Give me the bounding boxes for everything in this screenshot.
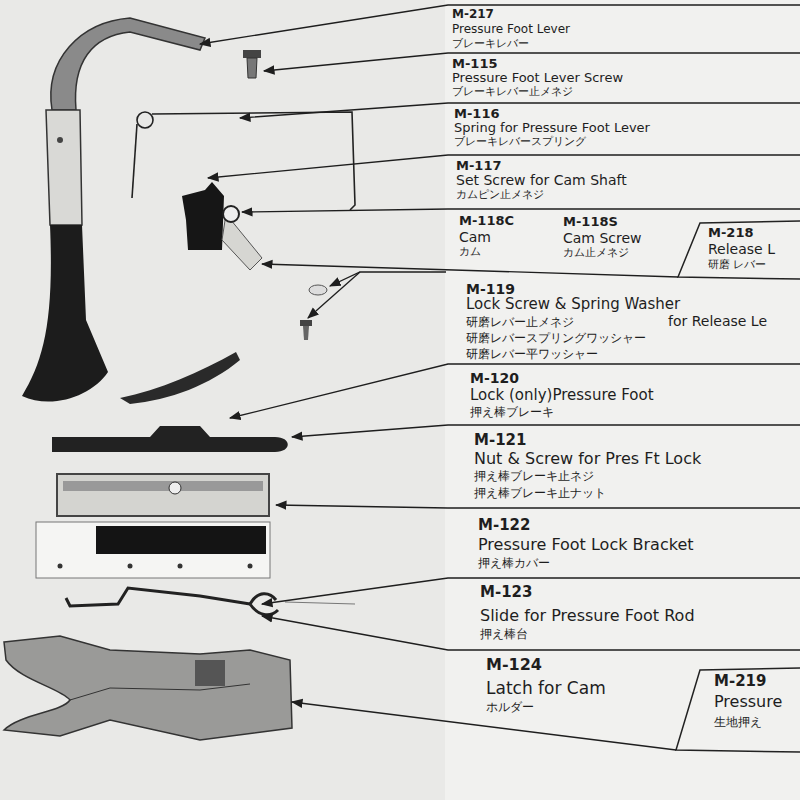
part-number: M-218 [708,226,753,240]
part-name: Latch for Cam [486,680,606,698]
lock-plate [57,474,269,516]
part-number: M-120 [470,371,519,386]
part-name: 研磨 レバー [708,259,767,271]
cam [182,182,262,270]
part-name: カム止メネジ [563,247,629,259]
label-panel [445,0,800,800]
part-name: Lock (only)Pressure Foot [470,388,654,404]
part-name: カム [459,246,481,258]
part-number: M-118C [459,214,514,228]
bracket [678,221,800,279]
part-number: M-119 [466,282,515,297]
latch [4,636,292,740]
part-name: 研磨レバースプリングワッシャー [466,332,646,345]
part-name: ブレーキレバー止メネジ [452,86,573,98]
part-number: M-217 [452,8,494,21]
part-name: for Release Le [668,314,767,329]
part-name: 押え棒ブレーキ [470,406,554,419]
part-name: Pressure Foot Lock Bracket [478,537,694,554]
part-name: Pressure Foot Lever Screw [452,71,623,85]
part-name: Release L [708,242,775,257]
lever-screw [243,50,261,78]
part-number: M-116 [454,107,499,121]
part-number: M-219 [714,674,766,690]
part-name: 押え棒ブレーキ止ネジ [474,470,594,483]
lock-bar [52,426,288,452]
pressure-foot-lever [22,18,240,404]
part-name: カムピン止メネジ [456,189,544,201]
part-name: Cam [459,230,491,245]
part-number: M-117 [456,159,501,173]
part-name: 押え棒台 [480,628,528,641]
part-number: M-115 [452,57,497,71]
bracket [676,668,800,752]
spring [132,112,355,210]
leader-lines [200,5,800,750]
part-number: M-124 [486,657,542,674]
part-number: M-118S [563,215,618,229]
part-name: Spring for Pressure Foot Lever [454,121,650,135]
part-name: Set Screw for Cam Shaft [456,173,627,188]
slide [66,588,355,615]
part-name: Cam Screw [563,231,642,246]
lock-bracket [36,522,270,578]
part-name: Pressure [714,694,782,711]
part-name: ブレーキレバースプリング [454,136,586,148]
part-number: M-121 [474,433,526,449]
part-name: 押え棒ブレーキ止ナット [474,487,606,500]
part-name: Pressure Foot Lever [452,23,570,36]
part-name: Lock Screw & Spring Washer [466,297,680,313]
part-name: Nut & Screw for Pres Ft Lock [474,451,701,468]
part-name: ホルダー [486,701,534,714]
part-name: Slide for Pressure Foot Rod [480,608,695,625]
part-name: ブレーキレバー [452,38,529,50]
part-name: 生地押え [714,716,762,729]
part-name: 研磨レバー止メネジ [466,316,574,329]
part-number: M-123 [480,585,532,601]
part-name: 押え棒カバー [478,557,550,570]
part-name: 研磨レバー平ワッシャー [466,348,598,361]
part-number: M-122 [478,518,530,534]
